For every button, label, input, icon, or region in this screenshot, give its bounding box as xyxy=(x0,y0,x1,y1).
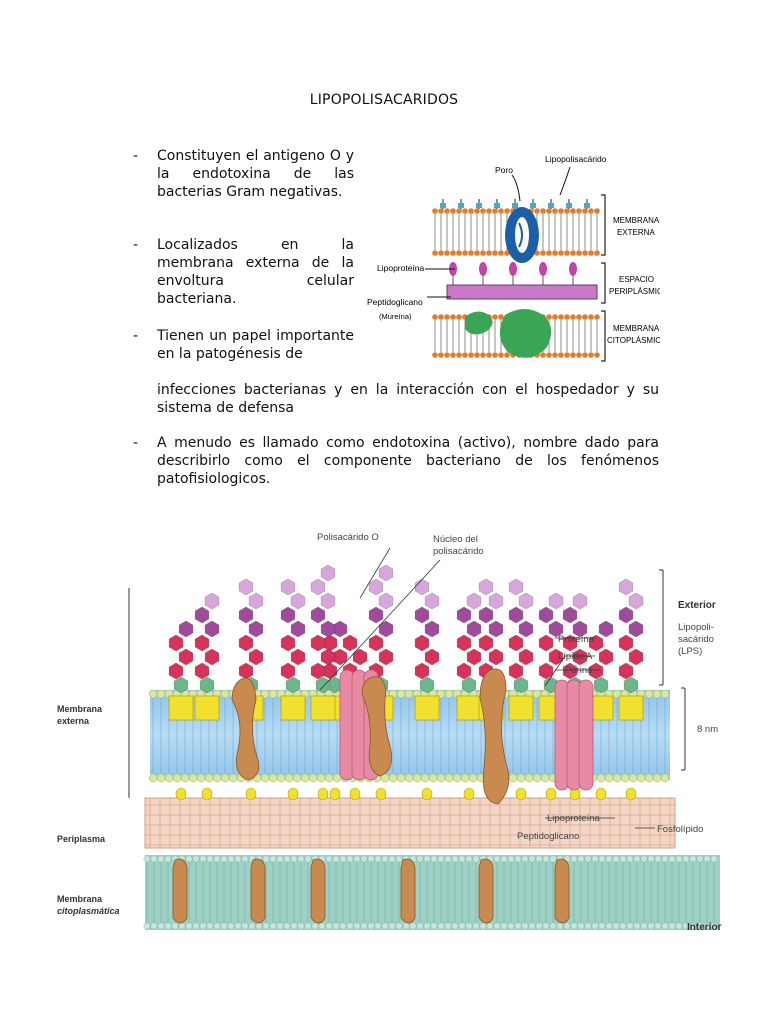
label-periplasmic-2: PERIPLÁSMICO xyxy=(609,287,660,296)
label-lipid-a: Lípido A xyxy=(558,651,593,662)
membrane-protein xyxy=(499,309,552,358)
label-cyto-membrane-1: Membrana xyxy=(57,894,103,904)
cytoplasmic-membrane xyxy=(145,855,720,930)
label-8nm: 8 nm xyxy=(697,724,718,735)
peptidoglycan-layer xyxy=(446,284,598,300)
label-outer-membrane-2: externa xyxy=(57,716,90,726)
label-pore: Poro xyxy=(495,165,513,175)
label-cyto-membrane-2: citoplasmática xyxy=(57,906,120,916)
label-outer-membrane-2: EXTERNA xyxy=(617,228,655,237)
cytoplasmic-lipids xyxy=(143,855,718,930)
label-periplasm: Periplasma xyxy=(57,834,106,844)
label-peptidoglycan: Peptidoglicano xyxy=(517,831,579,842)
bullet-text: Tienen un papel importante en la patogén… xyxy=(157,328,354,362)
lipoproteins xyxy=(449,262,577,285)
label-interior: Interior xyxy=(687,922,722,933)
membrane-protein xyxy=(465,311,493,335)
page-title: LIPOPOLISACARIDOS xyxy=(309,92,459,108)
label-porin: Porina xyxy=(565,665,593,676)
peptidoglycan-layer xyxy=(144,797,676,849)
label-protein: Proteína xyxy=(558,634,595,645)
label-mureina: (Mureína) xyxy=(379,312,412,321)
label-periplasmic-1: ESPACIO xyxy=(619,275,654,284)
bullet-dash: - xyxy=(133,237,139,253)
label-o-polysaccharide: Polisacárido O xyxy=(317,532,379,543)
label-lipoprotein: Lipoproteína xyxy=(547,813,601,824)
bullet-text: A menudo es llamado como endotoxina (act… xyxy=(157,435,659,487)
label-exterior: Exterior xyxy=(678,600,716,611)
outer-membrane xyxy=(432,199,600,256)
porin-pore xyxy=(505,207,539,263)
envelope-diagram-small: Lipopolisacárido Poro Lipoproteína Pepti… xyxy=(367,154,660,362)
label-lps: Lipopolisacárido xyxy=(545,154,607,164)
bullet-text-continued: infecciones bacterianas y en la interacc… xyxy=(157,382,659,416)
label-cyto-membrane-2: CITOPLÁSMICA xyxy=(607,336,660,345)
label-core-2: polisacárido xyxy=(433,546,484,557)
envelope-diagram-large: Polisacárido O Núcleo del polisacárido E… xyxy=(57,532,722,933)
label-cyto-membrane-1: MEMBRANA xyxy=(613,324,660,333)
bullet-text: Constituyen el antigeno O y la endotoxin… xyxy=(157,148,354,200)
bullet-dash: - xyxy=(133,435,139,451)
label-peptidoglycan: Peptidoglicano xyxy=(367,297,423,307)
label-lps-1: Lipopoli- xyxy=(678,622,714,633)
label-phospholipid: Fosfolípido xyxy=(657,824,703,835)
bullet-dash: - xyxy=(133,148,139,164)
label-lipoprotein: Lipoproteína xyxy=(377,263,425,273)
membrane-proteins xyxy=(172,668,570,924)
label-outer-membrane-1: Membrana xyxy=(57,704,103,714)
label-lps-3: (LPS) xyxy=(678,646,702,657)
bullet-text: Localizados en la membrana externa de la… xyxy=(157,237,354,307)
bullet-dash: - xyxy=(133,328,139,344)
label-lps-2: sacárido xyxy=(678,634,714,645)
label-core-1: Núcleo del xyxy=(433,534,478,545)
label-outer-membrane-1: MEMBRANA xyxy=(613,216,660,225)
